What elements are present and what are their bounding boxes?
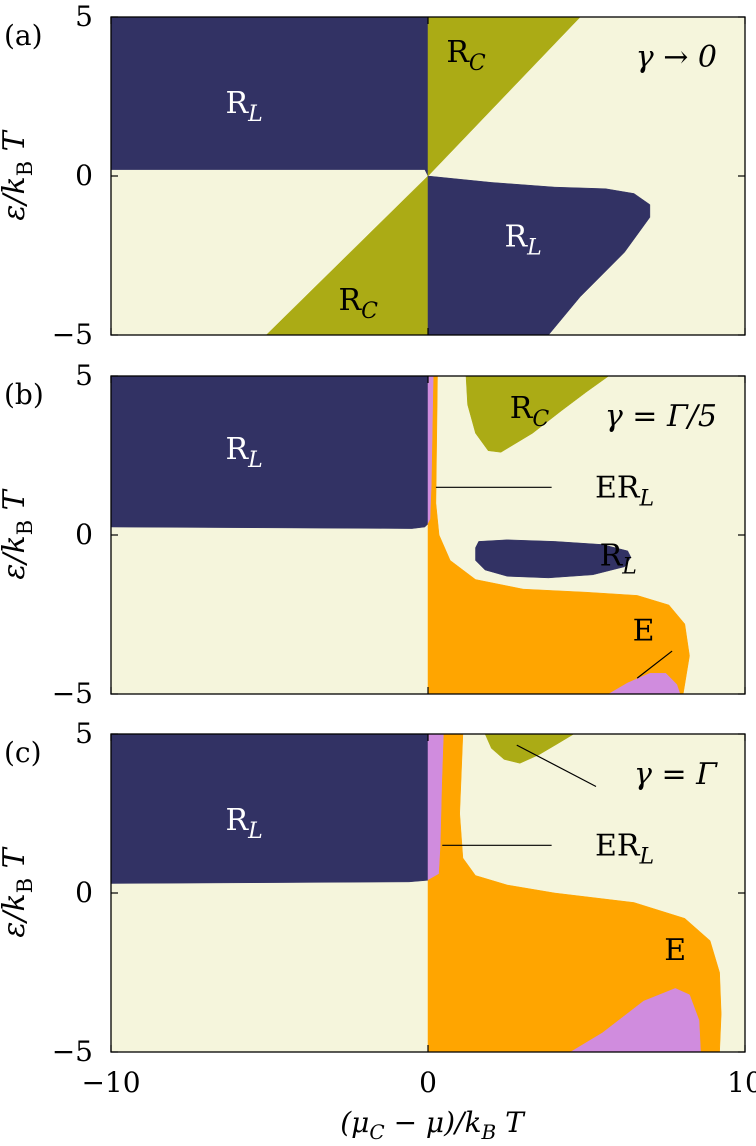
condition-label: γ → 0 bbox=[636, 40, 717, 75]
x-tick-label: −10 bbox=[81, 1066, 140, 1099]
y-axis-label: ε/kB T bbox=[0, 846, 37, 937]
region-RL-main bbox=[111, 734, 429, 884]
y-axis-label: ε/kB T bbox=[0, 488, 37, 579]
region-RC-upper bbox=[484, 734, 575, 764]
region-label-rc: RC bbox=[339, 283, 379, 324]
regions bbox=[111, 17, 651, 335]
y-tick-label: 5 bbox=[75, 0, 93, 33]
region-label-rl: RL bbox=[226, 803, 263, 844]
region-RL-upper bbox=[111, 17, 429, 177]
regions bbox=[111, 376, 690, 694]
panel-label: (c) bbox=[4, 736, 42, 769]
y-tick-label: −5 bbox=[52, 677, 93, 710]
panel-b: 50−5(b)ε/kB Tγ = Γ/5RLRCERLRLEERC bbox=[0, 359, 746, 710]
region-label-erl: ERL bbox=[595, 828, 654, 869]
region-label-rc: RC bbox=[446, 35, 486, 76]
region-RL-main bbox=[111, 376, 429, 529]
region-ERC-lower bbox=[608, 673, 681, 694]
region-label-e: E bbox=[664, 933, 686, 968]
region-RC-upper bbox=[465, 376, 610, 453]
region-label-rl: RL bbox=[504, 219, 541, 260]
x-tick-label: 10 bbox=[727, 1066, 756, 1099]
x-tick-label: 0 bbox=[419, 1066, 437, 1099]
region-ERC-lower bbox=[570, 988, 701, 1052]
condition-label: γ = Γ/5 bbox=[605, 399, 717, 434]
leader-line bbox=[636, 650, 673, 679]
y-tick-label: 5 bbox=[75, 717, 93, 750]
panel-label: (a) bbox=[4, 19, 43, 52]
region-label-rl: RL bbox=[600, 539, 637, 580]
region-RC-upper bbox=[427, 17, 581, 177]
region-label-rl: RL bbox=[226, 86, 263, 127]
region-label-e: E bbox=[633, 613, 655, 648]
leader-line bbox=[516, 744, 597, 788]
y-tick-label: −5 bbox=[52, 1035, 93, 1068]
regions bbox=[111, 734, 722, 1052]
region-E-main bbox=[427, 734, 722, 1052]
x-axis-label: (μC − μ)/kB T bbox=[340, 1106, 526, 1144]
region-RL-lower bbox=[427, 175, 651, 335]
region-label-rc: RC bbox=[510, 391, 550, 432]
region-E-main bbox=[427, 376, 690, 694]
y-tick-label: 5 bbox=[75, 359, 93, 392]
y-tick-label: −5 bbox=[52, 318, 93, 351]
y-axis-label: ε/kB T bbox=[0, 129, 37, 220]
region-label-erl: ERL bbox=[595, 470, 654, 511]
y-tick-label: 0 bbox=[75, 518, 93, 551]
y-tick-label: 0 bbox=[75, 876, 93, 909]
condition-label: γ = Γ bbox=[634, 757, 718, 792]
region-RL-island bbox=[475, 539, 632, 579]
panel-a: 5 0 −5 (a) ε/kB T γ → 0 RL RC RL RC bbox=[0, 0, 746, 351]
region-label-rl: RL bbox=[226, 432, 263, 473]
panel-label: (b) bbox=[4, 378, 44, 411]
y-tick-label: 0 bbox=[75, 159, 93, 192]
